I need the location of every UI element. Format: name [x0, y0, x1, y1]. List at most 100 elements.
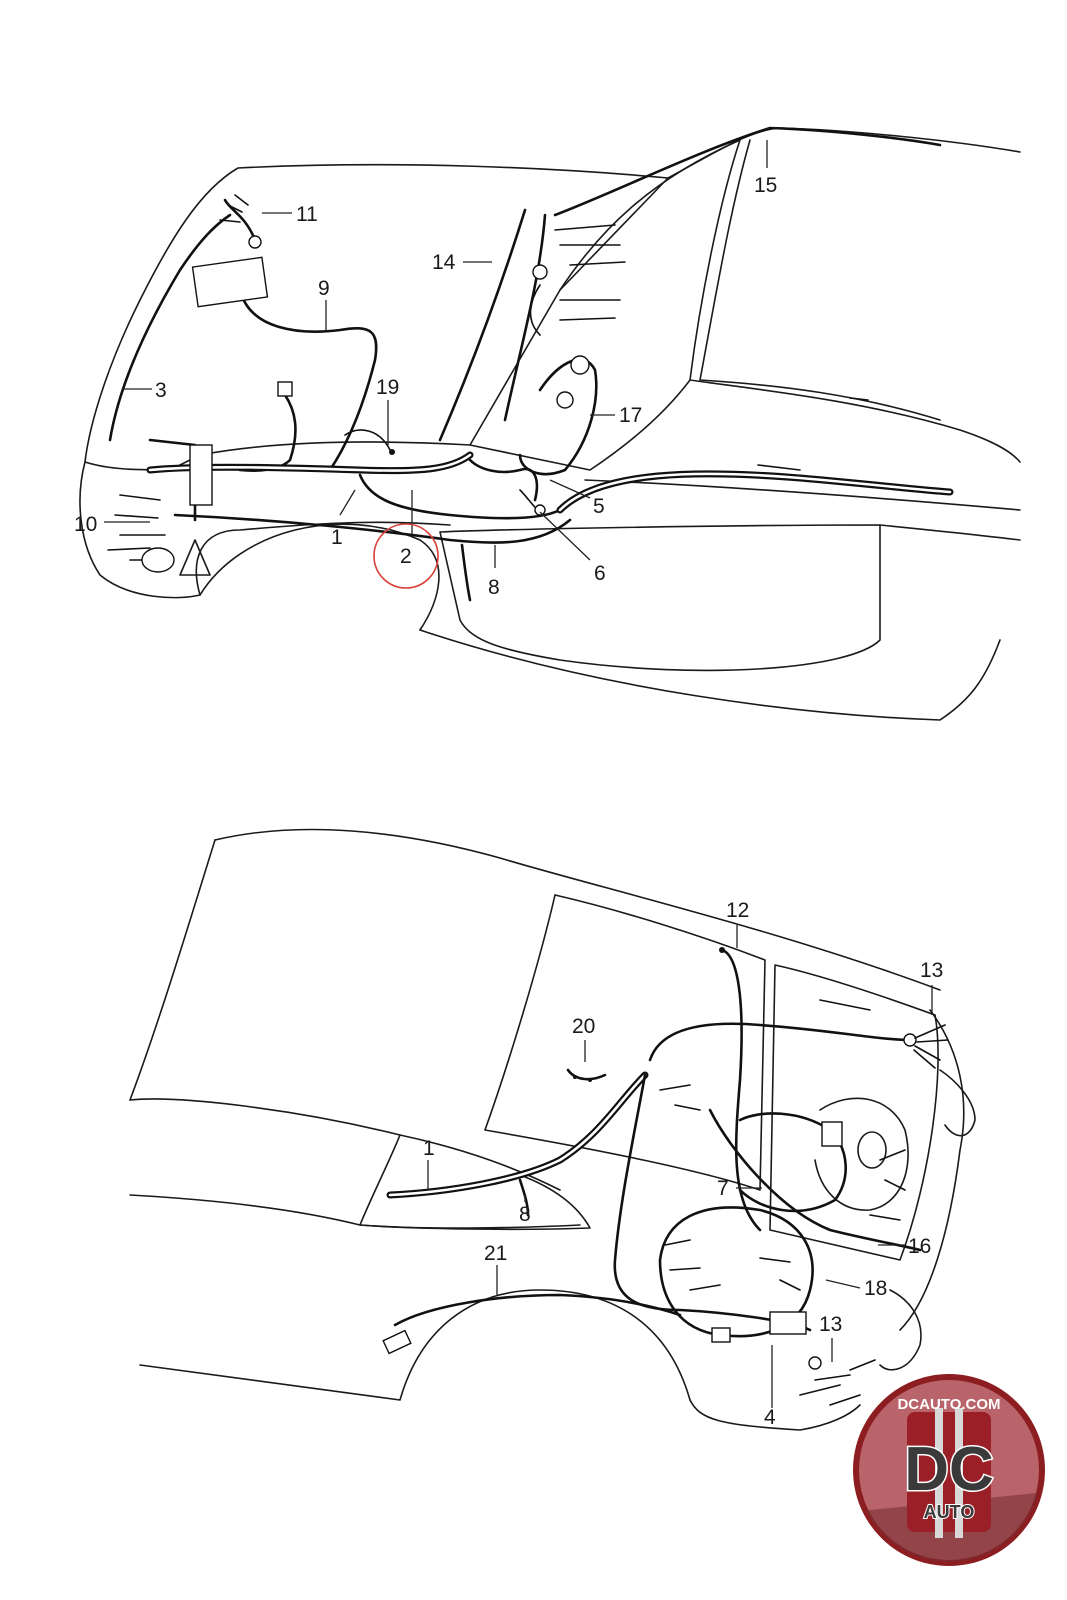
rear-roof-outline — [214, 828, 941, 991]
gauge-connector-17b — [556, 391, 574, 409]
sill-outline — [419, 629, 1001, 721]
callout-8-bottom: 8 — [519, 1203, 531, 1226]
rear-bumper-outline — [689, 1399, 861, 1431]
windshield-outline — [469, 139, 741, 471]
rear-sill-branch — [757, 397, 869, 471]
rear-arch-outline — [139, 1289, 691, 1401]
dash-cluster-17 — [518, 358, 598, 476]
front-car-view: 11 9 3 14 15 19 17 10 1 2 5 6 8 — [74, 126, 1021, 721]
callout-17: 17 — [619, 404, 642, 427]
engine-loop-18 — [658, 1206, 814, 1338]
logo-monogram: DC — [904, 1435, 994, 1504]
roof-wire-12 — [720, 948, 762, 1232]
connector-13-bottom — [808, 1356, 822, 1370]
engine-branches — [659, 1084, 906, 1221]
leader-6 — [539, 511, 591, 561]
wire-20-part — [566, 1068, 607, 1081]
engine-harness-7 — [738, 1112, 847, 1213]
front-hood-outline — [84, 163, 669, 471]
rear-quarter-window — [484, 894, 766, 1191]
sender-wire — [238, 393, 297, 472]
rear-door-outline — [129, 1194, 581, 1229]
rear-taillight — [939, 1069, 976, 1137]
rear-windshield-outline — [129, 839, 216, 1101]
callout-9: 9 — [318, 277, 330, 300]
horn — [141, 547, 175, 573]
dc-auto-logo: DCAUTO.COM DC AUTO — [853, 1374, 1045, 1566]
sill-harness — [556, 470, 954, 514]
callout-3: 3 — [155, 379, 167, 402]
callout-12: 12 — [726, 899, 749, 922]
callout-1-top: 1 — [331, 526, 343, 549]
callout-6: 6 — [594, 562, 606, 585]
door-window-outline — [689, 379, 1021, 463]
drop-wire-8 — [460, 543, 472, 602]
quarter-panel-outline — [359, 1134, 591, 1231]
harness-2 — [358, 473, 562, 520]
tunnel-harness-1-core — [388, 1073, 647, 1197]
sender-plug — [277, 381, 293, 397]
callout-20: 20 — [572, 1015, 595, 1038]
wire-19 — [344, 429, 391, 451]
wheel-arch-outline — [199, 523, 440, 631]
rocker-line — [879, 524, 1021, 541]
door-outline — [439, 524, 881, 672]
callout-15: 15 — [754, 174, 777, 197]
switch-wire-5 — [468, 458, 539, 502]
callout-21: 21 — [484, 1242, 507, 1265]
connector-6 — [534, 504, 546, 516]
tail-wire-16 — [708, 1108, 922, 1252]
fuse-panel-10 — [189, 444, 213, 506]
roof-outline — [667, 127, 1021, 179]
dash-harness-14 — [438, 208, 547, 442]
side-marker-21 — [382, 1329, 412, 1355]
front-fender-outline — [79, 461, 451, 599]
wire-11 — [223, 198, 257, 242]
callout-10: 10 — [74, 513, 97, 536]
logo-stripe-left — [935, 1408, 943, 1538]
connector-13-top — [903, 1033, 917, 1047]
windshield-inner-outline — [699, 139, 941, 421]
logo-shield — [907, 1412, 991, 1532]
callout-5: 5 — [593, 495, 605, 518]
callout-2: 2 — [400, 545, 412, 568]
callout-14: 14 — [432, 251, 456, 274]
regulator-7 — [821, 1121, 843, 1147]
callout-11: 11 — [296, 203, 318, 226]
engine-connector-4b — [769, 1311, 807, 1335]
front-branches-10 — [107, 494, 171, 561]
door-side-outline — [129, 1098, 561, 1191]
fuse-panel-lead — [148, 438, 197, 522]
headlight-harness-3 — [108, 213, 232, 442]
logo-domain: DCAUTO.COM — [897, 1396, 1000, 1413]
fan-hub — [857, 1131, 887, 1169]
callout-7: 7 — [717, 1177, 729, 1200]
horn-bell — [179, 539, 211, 576]
callout-16: 16 — [908, 1235, 931, 1258]
floor-harness-8 — [173, 513, 572, 544]
terminal-19 — [389, 449, 395, 455]
gauge-connector-17 — [570, 355, 590, 375]
connector-11 — [248, 235, 262, 249]
callout-13-bottom: 13 — [819, 1313, 842, 1336]
rear-loop-harness — [648, 1022, 912, 1062]
leader-1 — [339, 489, 356, 516]
callout-18: 18 — [864, 1277, 887, 1300]
rear-window — [769, 964, 939, 1261]
rear-bumper-guard — [879, 1289, 922, 1371]
floor-wire-8 — [518, 1178, 530, 1217]
highlight-ring-2 — [373, 523, 439, 589]
battery-cable-9 — [238, 288, 378, 472]
battery-box — [191, 256, 269, 308]
rear-engine-lid — [899, 1009, 965, 1331]
leader-5 — [549, 479, 591, 499]
wire-11-branches — [219, 194, 249, 223]
roof-harness-15 — [553, 126, 942, 217]
callout-19: 19 — [376, 376, 399, 399]
dash-connector — [532, 264, 548, 280]
leader-18 — [825, 1279, 861, 1289]
grommet-20b — [588, 1078, 592, 1082]
dash-branches — [529, 224, 626, 336]
taillight-branches-13 — [819, 999, 949, 1069]
